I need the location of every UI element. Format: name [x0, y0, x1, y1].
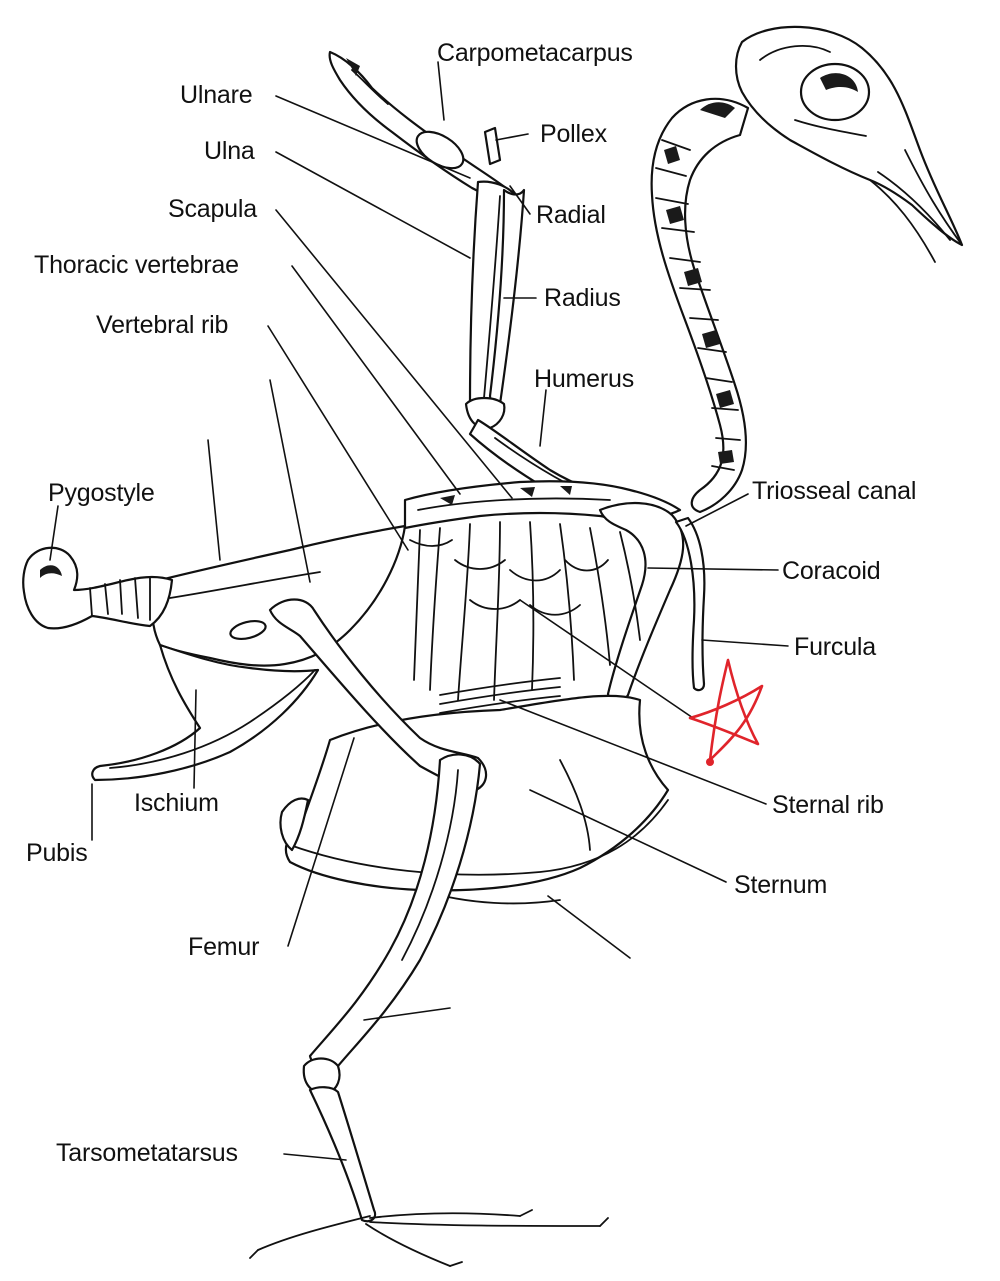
leader-tarsometatarsus	[283, 1153, 347, 1161]
cervical-vertebrae	[650, 97, 750, 514]
leader-sternum	[529, 789, 727, 883]
leader-vertebral-rib	[267, 325, 409, 551]
label-vertebral-rib: Vertebral rib	[96, 311, 229, 339]
leader-lines	[49, 61, 789, 1161]
leader-radial	[509, 185, 531, 215]
label-triosseal-canal: Triosseal canal	[752, 477, 917, 505]
label-radial: Radial	[536, 201, 606, 229]
leader-keel	[547, 895, 631, 959]
leg	[249, 598, 609, 1267]
leader-ulna	[275, 151, 471, 259]
leader-ulnare	[275, 95, 471, 179]
label-ulnare: Ulnare	[180, 81, 253, 109]
label-thoracic-vertebrae: Thoracic vertebrae	[34, 251, 239, 279]
pelvis	[91, 524, 407, 782]
label-furcula: Furcula	[794, 633, 876, 661]
leader-furcula	[701, 639, 789, 647]
leader-ischium	[193, 689, 197, 789]
leader-pelvis-b	[269, 379, 311, 583]
leader-triosseal-canal	[685, 493, 749, 527]
leader-thoracic-vertebrae	[291, 265, 461, 495]
label-sternum: Sternum	[734, 871, 828, 899]
leader-pollex	[495, 133, 529, 141]
leader-humerus	[539, 389, 547, 447]
leader-scapula	[275, 209, 513, 499]
label-ischium: Ischium	[134, 789, 219, 817]
label-ulna: Ulna	[204, 137, 255, 165]
leader-carpometacarpus	[437, 61, 445, 121]
leader-coracoid	[647, 567, 779, 571]
label-humerus: Humerus	[534, 365, 635, 393]
leader-pelvis-a	[207, 439, 221, 561]
label-radius: Radius	[544, 284, 621, 312]
leader-sternal-rib	[499, 699, 767, 805]
label-pubis: Pubis	[26, 839, 88, 867]
label-tarsometatarsus: Tarsometatarsus	[56, 1139, 238, 1167]
label-scapula: Scapula	[168, 195, 257, 223]
label-coracoid: Coracoid	[782, 557, 881, 585]
label-pygostyle: Pygostyle	[48, 479, 155, 507]
label-sternal-rib: Sternal rib	[772, 791, 884, 819]
leader-pygostyle	[49, 505, 59, 561]
torso	[403, 480, 706, 723]
pygostyle-tail	[22, 546, 174, 630]
label-femur: Femur	[188, 933, 260, 961]
skull	[734, 25, 964, 263]
label-pollex: Pollex	[540, 120, 607, 148]
leader-tibiotarsus	[363, 1007, 451, 1021]
hand-drawn-star-icon	[688, 658, 764, 766]
leader-sternal-rib-b	[519, 599, 697, 721]
label-carpometacarpus: Carpometacarpus	[437, 39, 633, 67]
leader-femur	[287, 737, 355, 947]
